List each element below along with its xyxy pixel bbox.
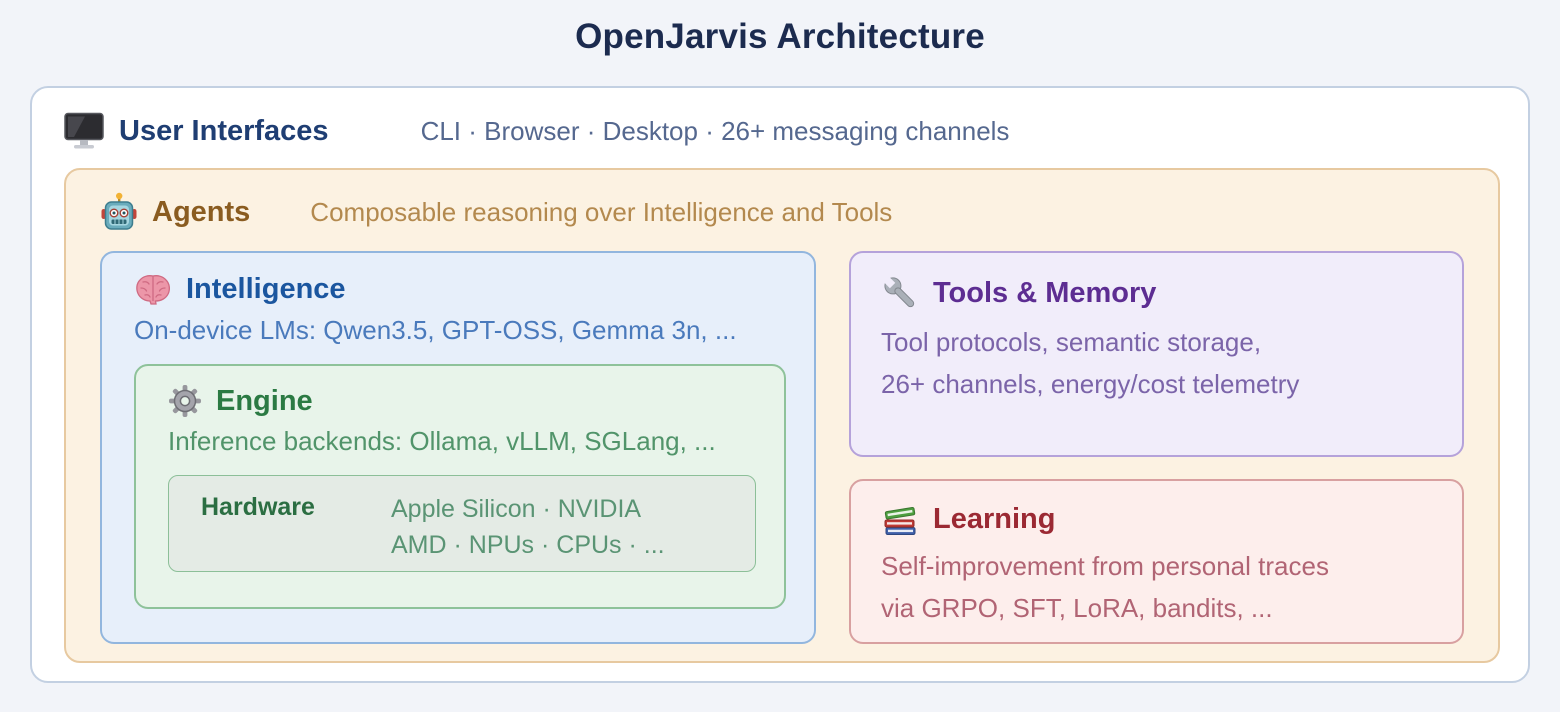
tools-memory-box: Tools & Memory Tool protocols, semantic … (849, 251, 1464, 457)
intelligence-subtitle: On-device LMs: Qwen3.5, GPT-OSS, Gemma 3… (134, 315, 737, 345)
user-interfaces-title: User Interfaces (119, 114, 329, 147)
learning-header: Learning (881, 500, 1432, 538)
intelligence-box: Intelligence On-device LMs: Qwen3.5, GPT… (100, 251, 816, 644)
intelligence-title: Intelligence (186, 273, 346, 305)
tools-memory-lines: Tool protocols, semantic storage, 26+ ch… (881, 321, 1432, 405)
robot-icon (100, 192, 138, 232)
agents-content: Intelligence On-device LMs: Qwen3.5, GPT… (100, 251, 1464, 644)
learning-title: Learning (933, 502, 1056, 535)
right-column: Tools & Memory Tool protocols, semantic … (849, 251, 1464, 644)
hardware-line: AMD · NPUs · CPUs · ... (391, 531, 665, 559)
learning-box: Learning Self-improvement from personal … (849, 479, 1464, 644)
learning-line: via GRPO, SFT, LoRA, bandits, ... (881, 593, 1273, 623)
hardware-title: Hardware (201, 493, 315, 521)
engine-box: Engine Inference backends: Ollama, vLLM,… (134, 364, 786, 609)
user-interfaces-header: User Interfaces CLI · Browser · Desktop … (64, 112, 1496, 150)
books-icon (881, 500, 919, 538)
agents-box: Agents Composable reasoning over Intelli… (64, 168, 1500, 663)
tools-memory-line: 26+ channels, energy/cost telemetry (881, 369, 1300, 399)
agents-subtitle: Composable reasoning over Intelligence a… (310, 196, 893, 227)
tools-memory-line: Tool protocols, semantic storage, (881, 327, 1262, 357)
user-interfaces-subtitle: CLI · Browser · Desktop · 26+ messaging … (420, 115, 1010, 146)
hardware-lines: Apple Silicon · NVIDIA AMD · NPUs · CPUs… (391, 491, 665, 563)
hardware-box: Hardware Apple Silicon · NVIDIA AMD · NP… (168, 475, 756, 572)
hardware-line: Apple Silicon · NVIDIA (391, 495, 642, 523)
engine-subtitle: Inference backends: Ollama, vLLM, SGLang… (168, 426, 716, 456)
wrench-icon (881, 274, 919, 312)
learning-lines: Self-improvement from personal traces vi… (881, 545, 1432, 629)
monitor-icon (64, 112, 104, 150)
engine-title: Engine (216, 384, 313, 417)
page-title: OpenJarvis Architecture (575, 17, 985, 56)
agents-title: Agents (152, 195, 251, 228)
agents-header: Agents Composable reasoning over Intelli… (100, 192, 1464, 232)
intelligence-header: Intelligence (134, 273, 782, 306)
tools-memory-title: Tools & Memory (933, 276, 1157, 309)
user-interfaces-box: User Interfaces CLI · Browser · Desktop … (30, 86, 1530, 683)
gear-icon (168, 384, 202, 418)
engine-header: Engine (168, 384, 752, 418)
brain-icon (134, 274, 172, 306)
tools-memory-header: Tools & Memory (881, 274, 1432, 312)
learning-line: Self-improvement from personal traces (881, 551, 1329, 581)
